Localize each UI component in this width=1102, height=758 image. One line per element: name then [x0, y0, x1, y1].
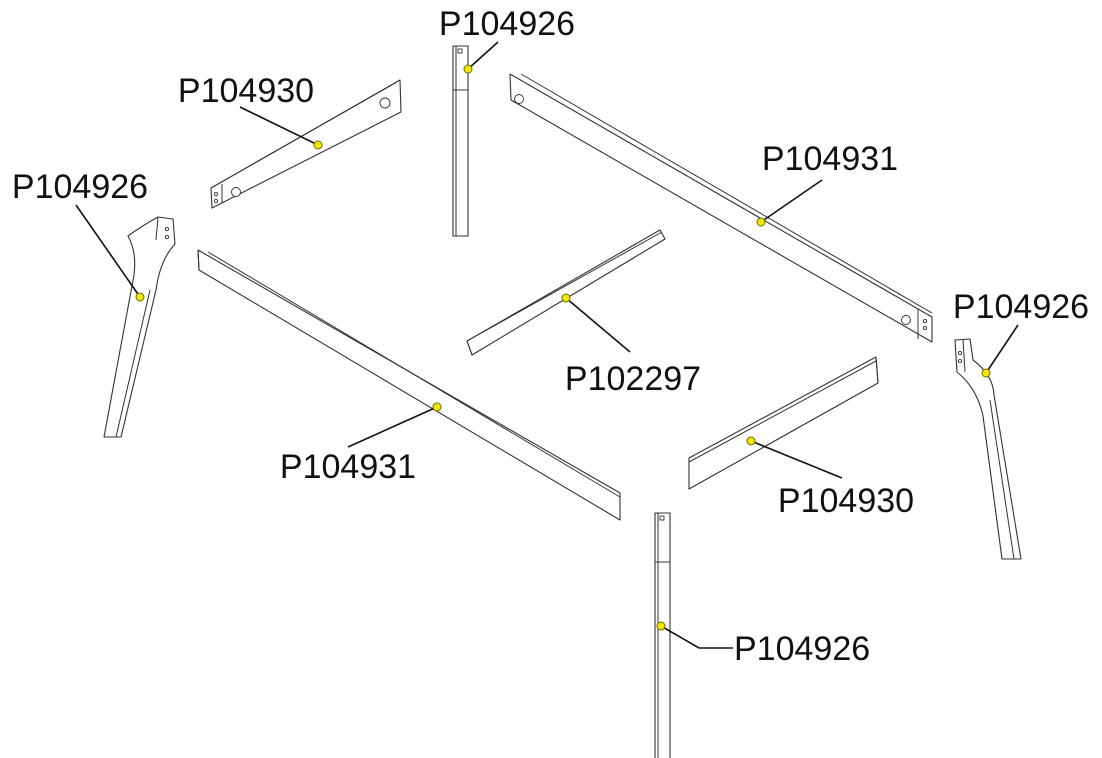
part-labels: P104926 P104930 P104931 P104926 P102297 …	[12, 5, 1089, 668]
label-post-bottom: P104926	[734, 630, 870, 668]
leader-short-rail-top	[239, 106, 319, 146]
callout-dots	[135, 64, 991, 631]
callout-dot	[561, 293, 571, 303]
leader-leg-right	[985, 324, 1019, 374]
callout-dot	[135, 292, 145, 302]
label-short-rail-bottom: P104930	[778, 482, 914, 520]
part-short-rail-top	[210, 79, 402, 209]
label-long-rail-right: P104931	[762, 140, 898, 178]
callout-dot	[313, 140, 323, 150]
callout-dot	[746, 436, 756, 446]
part-short-rail-bottom	[688, 356, 879, 490]
callout-dot	[656, 621, 666, 631]
callout-dot	[463, 64, 473, 74]
leader-post-top	[467, 41, 499, 70]
label-post-top: P104926	[439, 5, 575, 43]
leader-long-rail-right	[760, 179, 823, 223]
callout-dot	[432, 402, 442, 412]
part-leg-right	[954, 338, 1022, 560]
leader-long-rail-left	[347, 406, 438, 448]
part-post-top	[452, 45, 469, 237]
part-center-rail	[466, 229, 666, 356]
part-long-rail-right	[509, 73, 933, 343]
label-long-rail-left: P104931	[280, 448, 416, 486]
leader-lines	[75, 41, 1019, 649]
label-center-rail: P102297	[565, 360, 701, 398]
leader-center-rail	[565, 297, 631, 353]
part-post-bottom	[654, 512, 671, 758]
leader-post-bottom	[660, 625, 733, 649]
label-leg-left: P104926	[12, 168, 148, 206]
label-short-rail-top: P104930	[178, 72, 314, 110]
callout-dot	[756, 217, 766, 227]
leader-leg-left	[75, 204, 141, 298]
leader-short-rail-bottom	[750, 440, 843, 479]
label-leg-right: P104926	[953, 288, 1089, 326]
part-long-rail-left	[197, 249, 621, 521]
part-leg-left	[103, 216, 176, 438]
callout-dot	[981, 368, 991, 378]
